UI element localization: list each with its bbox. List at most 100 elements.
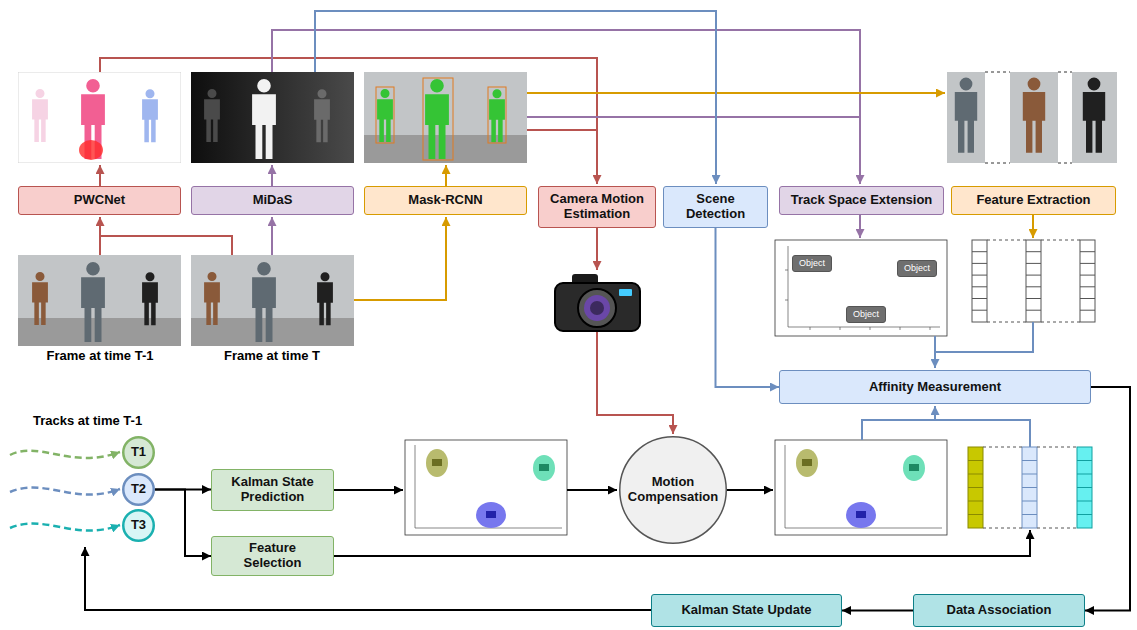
- video-frame: [191, 255, 354, 346]
- flow-wire: [271, 217, 273, 255]
- optical-flow-image: [142, 89, 158, 142]
- segmentation-image: [425, 79, 449, 159]
- state-plot: [432, 459, 442, 466]
- node-text: Object: [799, 258, 825, 268]
- track-history: [10, 524, 120, 531]
- flow-wire: [527, 116, 860, 118]
- segmentation-image: [489, 89, 505, 142]
- state-plot: [903, 455, 925, 481]
- node-text: Affinity Measurement: [869, 380, 1001, 395]
- video-frame: [81, 262, 105, 342]
- video-frame: [191, 255, 354, 346]
- track-space-plot: [788, 246, 940, 327]
- caption-label: Frame at time T: [224, 348, 320, 364]
- camera-icon: [590, 301, 604, 315]
- optical-flow-image: [32, 89, 48, 142]
- state-plot: [802, 459, 812, 466]
- node-text: Kalman State Update: [681, 603, 811, 618]
- object-tag: Object: [792, 255, 832, 271]
- camera-icon: [619, 289, 632, 296]
- flow-wire: [567, 489, 617, 491]
- state-plot: [486, 511, 496, 518]
- flow-wire: [271, 165, 273, 186]
- connector-arrow: [716, 228, 780, 387]
- flow-wire: [527, 92, 945, 94]
- connector-arrow: [1085, 387, 1130, 611]
- flow-wire: [935, 420, 1030, 447]
- depth-map-image: [204, 89, 220, 142]
- optical-flow-image: [18, 72, 181, 163]
- node-text: Data Association: [947, 603, 1052, 618]
- state-plot: [856, 511, 866, 518]
- process-box: Mask-RCNN: [364, 186, 527, 215]
- track-circle: T2: [122, 473, 155, 506]
- caption-label: Frame at time T-1: [47, 348, 154, 364]
- node-text: Scene Detection: [671, 192, 761, 222]
- feature-vector: [983, 447, 1077, 528]
- flow-wire: [596, 228, 598, 270]
- segmentation-image: [364, 72, 527, 163]
- depth-map-image: [252, 79, 276, 159]
- segmentation-image: [376, 87, 394, 143]
- video-frame: [142, 272, 158, 325]
- node-text: Object: [853, 309, 879, 319]
- person-crop: [1083, 78, 1105, 153]
- flow-wire: [527, 129, 597, 131]
- video-frame: [18, 255, 181, 346]
- object-tag: Object: [897, 260, 937, 276]
- process-box: Kalman State Prediction: [211, 469, 334, 511]
- state-plot: [533, 455, 555, 481]
- camera-icon: [555, 283, 640, 331]
- state-plot: [796, 449, 818, 477]
- flow-wire: [272, 30, 860, 184]
- optical-flow-image: [79, 140, 103, 160]
- person-crop: [1023, 78, 1045, 153]
- optical-flow-image: [18, 72, 181, 163]
- feature-vector: [1077, 447, 1092, 528]
- camera-icon: [584, 295, 610, 321]
- connector-arrow: [155, 490, 211, 557]
- feature-vector: [1022, 461, 1037, 515]
- state-plot: [775, 440, 947, 535]
- flow-wire: [99, 165, 101, 186]
- node-text: Track Space Extension: [791, 193, 933, 208]
- person-crop: [947, 72, 1117, 163]
- flow-wire: [354, 217, 446, 300]
- process-box: Track Space Extension: [779, 186, 944, 215]
- state-plot: [405, 440, 567, 535]
- state-plot: [785, 445, 942, 528]
- process-box: PWCNet: [18, 186, 181, 215]
- node-text: Feature Selection: [219, 541, 327, 571]
- state-plot: [539, 464, 549, 471]
- process-box: Data Association: [913, 594, 1085, 627]
- track-space-plot: [785, 270, 930, 330]
- process-box: Kalman State Update: [651, 594, 842, 627]
- feature-vector: [968, 461, 983, 515]
- connector-arrow: [842, 610, 913, 612]
- camera-icon: [555, 274, 640, 331]
- flow-wire: [100, 58, 597, 184]
- flow-wire: [1032, 215, 1034, 238]
- state-plot: [415, 445, 562, 528]
- state-plot: [775, 440, 947, 535]
- state-plot: [426, 449, 448, 477]
- feature-vector: [972, 252, 1095, 311]
- depth-map-image: [191, 72, 354, 163]
- video-frame: [317, 272, 333, 325]
- depth-map-image: [191, 72, 354, 163]
- video-frame: [252, 262, 276, 342]
- flow-wire: [445, 165, 447, 186]
- flow-wire: [85, 11, 1033, 610]
- segmentation-image: [423, 78, 453, 160]
- video-frame: [32, 272, 48, 325]
- flow-wire: [727, 489, 773, 491]
- track-circle: T3: [122, 509, 155, 542]
- video-frame: [204, 272, 220, 325]
- segmentation-image: [364, 72, 527, 163]
- process-box: Feature Extraction: [951, 186, 1116, 215]
- node-text: Mask-RCNN: [408, 193, 482, 208]
- segmentation-image: [377, 89, 393, 142]
- feature-vector: [972, 240, 1095, 322]
